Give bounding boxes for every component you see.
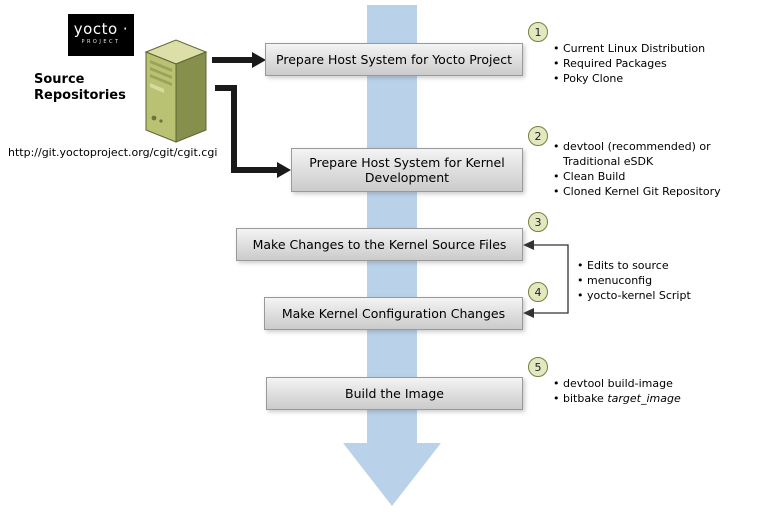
- step-number-5: 5: [528, 357, 548, 377]
- step-box-label: Prepare Host System for Yocto Project: [276, 52, 512, 67]
- step-box-prepare-host-yocto: Prepare Host System for Yocto Project: [265, 43, 523, 76]
- bullet-item: Current Linux Distribution: [552, 41, 757, 56]
- step-number-4: 4: [528, 282, 548, 302]
- step-box-label: Build the Image: [345, 386, 444, 401]
- step-box-label: Make Kernel Configuration Changes: [281, 306, 506, 321]
- step-box-make-config-changes: Make Kernel Configuration Changes: [264, 297, 523, 330]
- bullet-item: menuconfig: [576, 273, 756, 288]
- step-box-build-image: Build the Image: [266, 377, 523, 410]
- bullet-item: Poky Clone: [552, 71, 757, 86]
- yocto-logo: yocto · PROJECT: [68, 14, 134, 56]
- bullet-text: Clean Build: [563, 170, 626, 183]
- source-repositories-label: Source Repositories: [34, 72, 126, 104]
- source-repositories-line1: Source: [34, 72, 85, 87]
- step-number-2: 2: [528, 126, 548, 146]
- bullet-text: devtool (recommended) or Traditional eSD…: [563, 140, 711, 168]
- bullet-item: yocto-kernel Script: [576, 288, 756, 303]
- step-box-prepare-host-kernel: Prepare Host System for Kernel Developme…: [291, 148, 523, 192]
- step-box-make-source-changes: Make Changes to the Kernel Source Files: [236, 228, 523, 261]
- bullet-item: Edits to source: [576, 258, 756, 273]
- step-number-text: 2: [534, 129, 542, 143]
- server-icon: [144, 39, 208, 143]
- bullet-text: Edits to source: [587, 259, 669, 272]
- step1-bullet-list: Current Linux Distribution Required Pack…: [552, 41, 757, 86]
- step5-bullet-list: devtool build-image bitbake target_image: [552, 376, 752, 406]
- source-repo-url: http://git.yoctoproject.org/cgit/cgit.cg…: [8, 146, 218, 159]
- step-number-1: 1: [528, 22, 548, 42]
- bullet-item: Cloned Kernel Git Repository: [552, 184, 728, 199]
- step-box-label: Make Changes to the Kernel Source Files: [252, 237, 507, 252]
- arrow-server-to-step1: [212, 52, 266, 68]
- bullet-item: devtool (recommended) or Traditional eSD…: [552, 139, 728, 169]
- bullet-item: Clean Build: [552, 169, 728, 184]
- step-number-text: 4: [534, 285, 542, 299]
- bullet-text: Cloned Kernel Git Repository: [563, 185, 721, 198]
- bullet-item: devtool build-image: [552, 376, 752, 391]
- arrow-server-to-step2: [215, 85, 291, 178]
- bullet-text: Required Packages: [563, 57, 667, 70]
- bullet-text: menuconfig: [587, 274, 653, 287]
- steps3-4-shared-bullet-list: Edits to source menuconfig yocto-kernel …: [576, 258, 756, 303]
- bullet-text: Poky Clone: [563, 72, 624, 85]
- source-repositories-line2: Repositories: [34, 88, 126, 103]
- yocto-logo-project-text: PROJECT: [81, 39, 121, 45]
- step2-bullet-list: devtool (recommended) or Traditional eSD…: [552, 139, 728, 199]
- step-box-label: Prepare Host System for Kernel Developme…: [309, 155, 505, 185]
- step-number-3: 3: [528, 212, 548, 232]
- step-number-text: 1: [534, 25, 542, 39]
- bullet-text: yocto-kernel Script: [587, 289, 691, 302]
- bullet-text: devtool build-image: [563, 377, 673, 390]
- step-number-text: 5: [534, 360, 542, 374]
- step-number-text: 3: [534, 215, 542, 229]
- bullet-text-italic: target_image: [607, 392, 681, 405]
- bullet-item: Required Packages: [552, 56, 757, 71]
- bracket-steps-3-4: [523, 240, 569, 318]
- bullet-item-bitbake: bitbake target_image: [552, 391, 752, 406]
- bullet-text: bitbake: [563, 392, 608, 405]
- bullet-text: Current Linux Distribution: [563, 42, 706, 55]
- yocto-logo-wordmark: yocto ·: [73, 20, 129, 38]
